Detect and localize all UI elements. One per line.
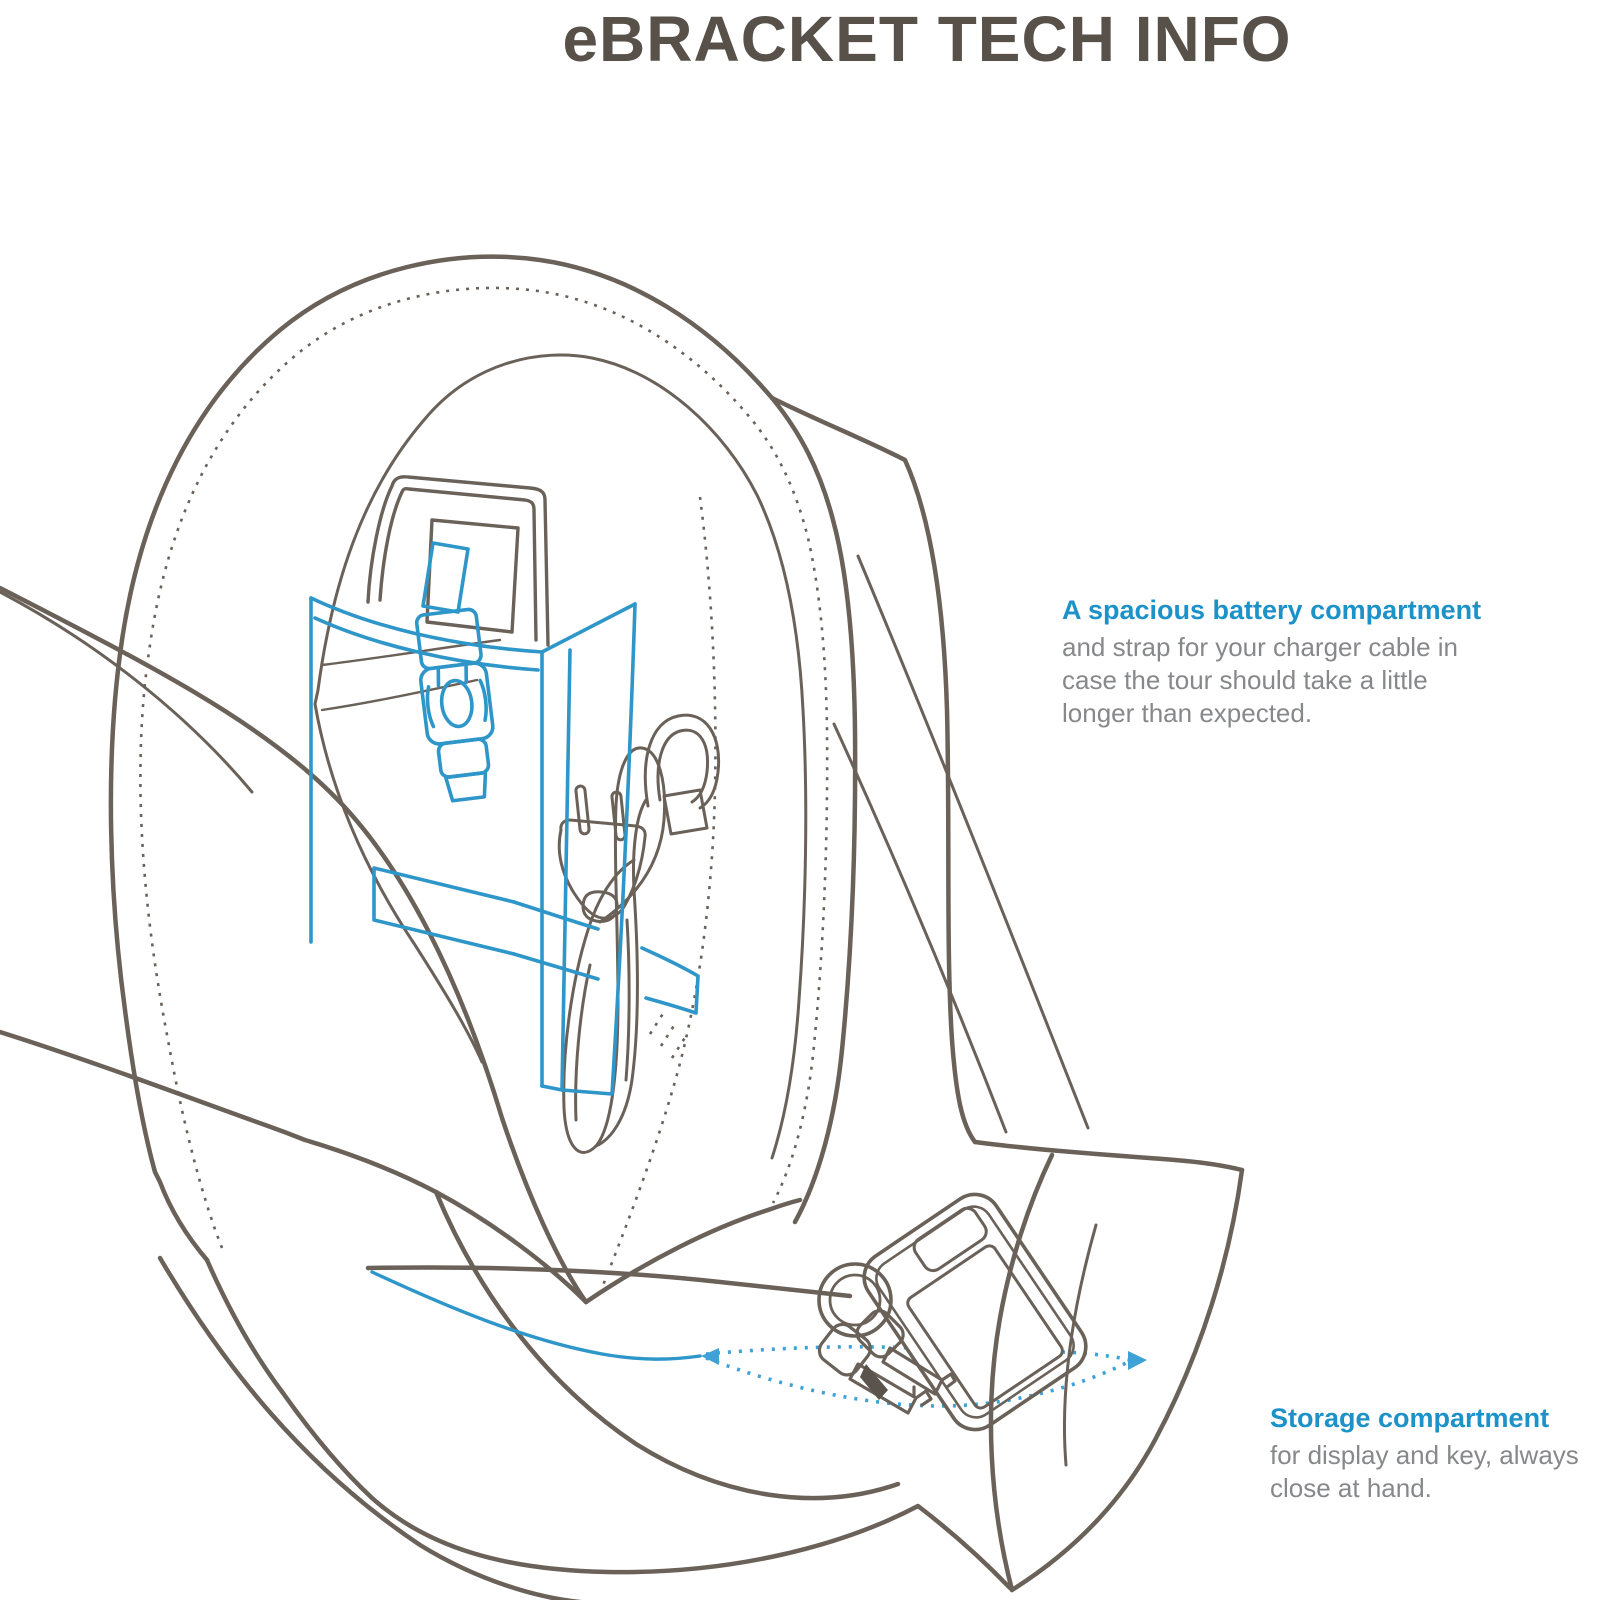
compartment-buckle bbox=[414, 607, 495, 803]
display-mount-window bbox=[912, 1206, 988, 1273]
wing-top-edge bbox=[972, 1139, 1245, 1173]
storage-annotation: Storage compartment for display and key,… bbox=[1270, 1402, 1600, 1505]
battery-through-line-2 bbox=[320, 678, 479, 712]
flap-fold-left bbox=[0, 585, 589, 1305]
pannier-bag-outline bbox=[0, 254, 1245, 1600]
pocket-arrow-left bbox=[701, 1348, 719, 1365]
bag-arch-inner bbox=[313, 353, 808, 1160]
compartment-right-face-top bbox=[540, 602, 637, 654]
keys bbox=[817, 1262, 957, 1415]
battery-annotation-body: and strap for your charger cable in case… bbox=[1062, 632, 1458, 728]
charger-plug-and-cable bbox=[557, 713, 721, 1154]
cable-loop-4 bbox=[624, 918, 631, 1082]
cable-hanger-loop-inner bbox=[656, 728, 710, 804]
compartment-fold-edge bbox=[560, 648, 572, 1092]
buckle-side-cuts bbox=[425, 678, 488, 729]
pocket-arrow-right bbox=[1128, 1351, 1147, 1370]
wing-fold-line bbox=[1062, 1223, 1098, 1467]
key-ring-outer bbox=[817, 1262, 893, 1338]
display-device bbox=[862, 1192, 1088, 1432]
cable-hanger-tab bbox=[662, 788, 709, 836]
flap-inner-lip bbox=[433, 1189, 901, 1501]
stitch-tick-2 bbox=[659, 1023, 677, 1047]
cable-strap-right bbox=[512, 900, 600, 981]
bag-fold-lines bbox=[0, 353, 1098, 1467]
plug-prong-right bbox=[610, 790, 627, 842]
key-2-shaft bbox=[881, 1346, 944, 1396]
key-2-teeth bbox=[940, 1372, 957, 1389]
cable-loop-2 bbox=[594, 798, 648, 1148]
storage-annotation-body: for display and key, always close at han… bbox=[1270, 1440, 1579, 1503]
storage-annotation-heading: Storage compartment bbox=[1270, 1403, 1550, 1433]
compartment-rim-inner bbox=[313, 616, 540, 672]
display-screen bbox=[906, 1244, 1064, 1410]
flap-knee-to-v bbox=[433, 1189, 589, 1305]
page-title: eBRACKET TECH INFO bbox=[562, 3, 1292, 75]
bag-opening-left-edge bbox=[313, 702, 484, 1064]
zipper-stitching bbox=[139, 286, 829, 1289]
cable-strap-end bbox=[640, 946, 700, 1015]
key-ring-inner bbox=[828, 1273, 882, 1327]
pocket-top-edge bbox=[365, 1265, 853, 1299]
pocket-dotted-upper-left bbox=[705, 1345, 913, 1356]
flap-upper-crease bbox=[0, 590, 254, 794]
display-outer bbox=[862, 1192, 1088, 1432]
cable-hanger-loop-outer bbox=[643, 713, 721, 810]
battery-outer bbox=[366, 475, 550, 647]
pocket-opening-solid bbox=[370, 1270, 702, 1361]
display-and-keys bbox=[817, 1192, 1088, 1432]
battery-annotation: A spacious battery compartment and strap… bbox=[1062, 594, 1532, 730]
buckle-male-prongs bbox=[436, 662, 469, 688]
wing-outer-edge bbox=[1009, 1167, 1245, 1593]
bag-bottom-front-edge bbox=[583, 1197, 803, 1305]
compartment-back-edge bbox=[610, 602, 637, 1096]
buckle-strap-below bbox=[443, 770, 488, 803]
charger-plug-body bbox=[557, 818, 647, 920]
bag-right-panel bbox=[769, 395, 978, 1145]
plug-prong-left bbox=[574, 784, 591, 836]
key-dark-fragment bbox=[860, 1364, 888, 1400]
key-1-shaft bbox=[848, 1362, 918, 1415]
battery-compartment bbox=[309, 541, 700, 1096]
pocket-opening-dotted bbox=[705, 1345, 1131, 1408]
battery-window bbox=[425, 518, 520, 634]
battery-annotation-heading: A spacious battery compartment bbox=[1062, 595, 1482, 625]
buckle-hole bbox=[439, 678, 474, 729]
bag-arch-outer bbox=[108, 254, 858, 1263]
cable-strap-left bbox=[372, 866, 516, 956]
flap-outer-sweep bbox=[204, 1257, 1013, 1591]
panel-fold-line-2 bbox=[832, 722, 1008, 1134]
flap-edge-left bbox=[0, 1029, 439, 1195]
key-1-teeth bbox=[912, 1385, 933, 1407]
key-2-bow bbox=[855, 1309, 905, 1359]
storage-pocket bbox=[370, 1270, 1147, 1408]
battery-inner bbox=[378, 486, 538, 642]
battery bbox=[320, 475, 550, 712]
flap-bottom-edge bbox=[157, 1255, 582, 1600]
buckle-body bbox=[418, 661, 495, 746]
zipper-right-dotted bbox=[600, 496, 717, 1289]
compartment-rim-front bbox=[309, 596, 544, 654]
compartment-bottom-edge bbox=[540, 1084, 614, 1096]
key-2 bbox=[855, 1309, 957, 1396]
key-1 bbox=[817, 1322, 933, 1415]
cable-loop-3 bbox=[574, 963, 592, 1122]
wing-inner-edge bbox=[988, 1152, 1055, 1593]
zipper-arch-dotted bbox=[139, 286, 829, 1249]
panel-fold-line-1 bbox=[856, 554, 1090, 1130]
pocket-dotted-lower bbox=[705, 1356, 1129, 1408]
stitch-tick-1 bbox=[648, 1011, 666, 1035]
stitch-tick-3 bbox=[670, 1035, 688, 1059]
